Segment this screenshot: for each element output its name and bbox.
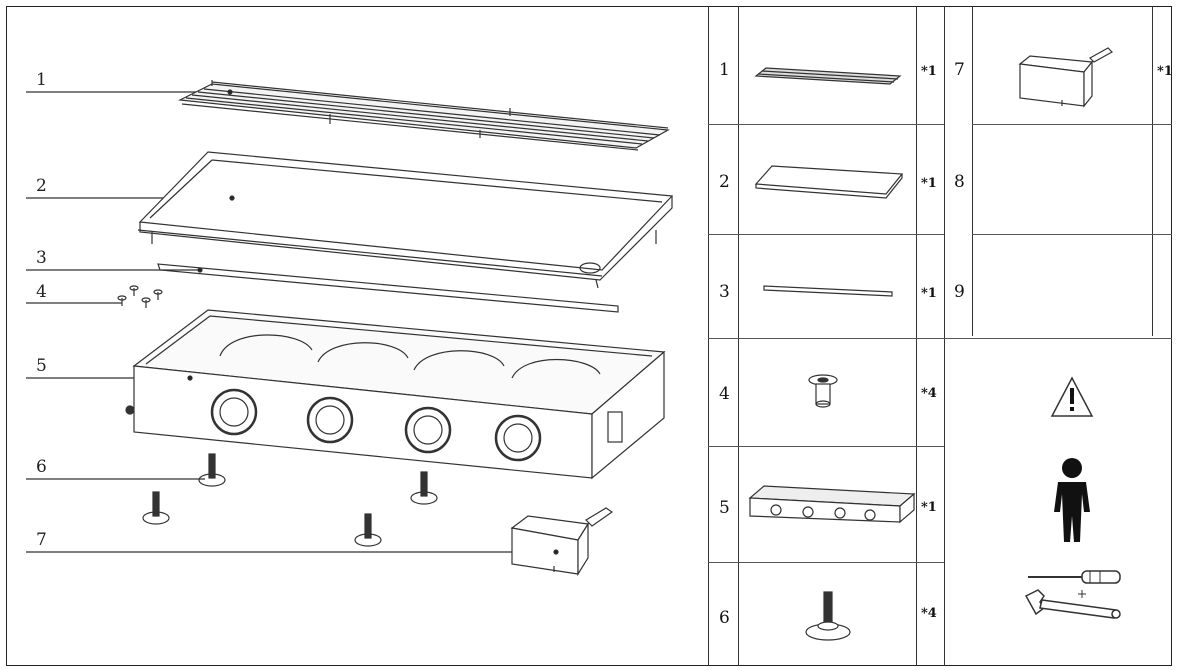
griddle-plate-thumbnail xyxy=(754,165,904,199)
rod-thumbnail xyxy=(763,285,893,297)
row-number: 9 xyxy=(954,282,965,302)
grease-rod-drawing xyxy=(157,263,619,313)
wrench-icon xyxy=(1024,589,1121,619)
quantity: *4 xyxy=(921,606,937,621)
feet-drawing xyxy=(142,453,438,547)
row-number: 7 xyxy=(954,60,965,80)
row-number: 6 xyxy=(719,608,730,628)
quantity: *1 xyxy=(921,176,937,191)
screw-thumbnail xyxy=(808,374,838,408)
quantity: *4 xyxy=(921,386,937,401)
callout-7: 7 xyxy=(36,530,47,550)
quantity: *1 xyxy=(921,286,937,301)
screwdriver-icon xyxy=(1028,570,1121,584)
grease-tray-thumbnail xyxy=(1018,47,1113,108)
page-frame xyxy=(6,6,1172,666)
burner-body-drawing xyxy=(125,309,666,480)
cooking-grate-drawing xyxy=(177,80,670,151)
quantity: *1 xyxy=(921,64,937,79)
person-icon xyxy=(1054,458,1090,542)
screws-drawing xyxy=(117,285,163,308)
griddle-plate-drawing xyxy=(137,151,674,281)
burner-body-thumbnail xyxy=(748,485,916,524)
exploded-view-drawing xyxy=(26,80,674,577)
callout-5: 5 xyxy=(36,356,47,376)
callout-2: 2 xyxy=(36,176,47,196)
callout-4: 4 xyxy=(36,282,47,302)
row-number: 1 xyxy=(719,60,730,80)
callout-3: 3 xyxy=(36,248,47,268)
callout-6: 6 xyxy=(36,457,47,477)
cooking-grate-thumbnail xyxy=(754,67,902,85)
exploded-diagram: 1 2 3 4 5 6 7 xyxy=(26,70,674,577)
row-number: 2 xyxy=(719,172,730,192)
quantity: *1 xyxy=(921,500,937,515)
row-number: 5 xyxy=(719,498,730,518)
callout-1: 1 xyxy=(36,70,47,90)
quantity: *1 xyxy=(1157,64,1173,79)
grease-tray-drawing xyxy=(510,507,614,577)
parts-table: 1 2 3 4 5 6 7 8 9 *1 *1 *1 *4 *1 *4 *1 xyxy=(708,6,1173,666)
warning-icon xyxy=(1050,376,1094,417)
row-number: 4 xyxy=(719,384,730,404)
foot-thumbnail xyxy=(805,591,851,641)
row-number: 8 xyxy=(954,172,965,192)
row-number: 3 xyxy=(719,282,730,302)
